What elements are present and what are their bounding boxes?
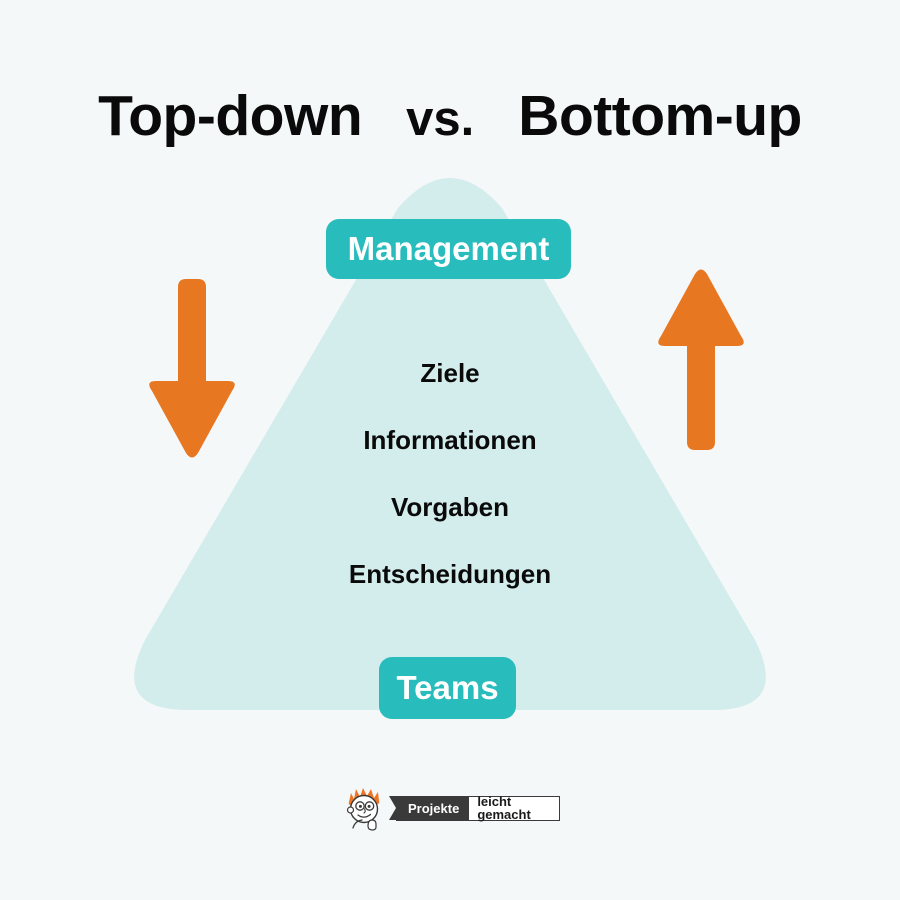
cartoon-boy-face-icon	[340, 782, 392, 834]
brand-logo: Projekte leicht gemacht	[340, 782, 560, 834]
brand-banner-right-text: leicht gemacht	[468, 795, 560, 821]
triangle-svg	[134, 178, 766, 710]
flow-item: Vorgaben	[391, 492, 509, 522]
flow-items-list: Ziele Informationen Vorgaben Entscheidun…	[200, 360, 700, 587]
teams-label-pill: Teams	[379, 657, 516, 719]
flow-item: Entscheidungen	[348, 559, 552, 589]
title-vs-word: vs.	[406, 92, 475, 146]
management-label-pill: Management	[326, 219, 571, 279]
flow-item: Informationen	[363, 425, 537, 455]
arrow-up-icon	[655, 258, 747, 454]
brand-banner: Projekte leicht gemacht	[388, 795, 560, 821]
arrow-down-icon	[144, 275, 240, 465]
flow-item: Ziele	[420, 358, 480, 388]
title-right-word: Bottom-up	[518, 84, 802, 148]
triangle-shape	[130, 170, 770, 750]
title-left-word: Top-down	[98, 84, 363, 148]
brand-banner-left-text: Projekte	[388, 795, 469, 821]
teams-label-text: Teams	[396, 669, 499, 706]
page-title: Top-down vs. Bottom-up	[0, 88, 900, 145]
management-label-text: Management	[347, 230, 550, 267]
